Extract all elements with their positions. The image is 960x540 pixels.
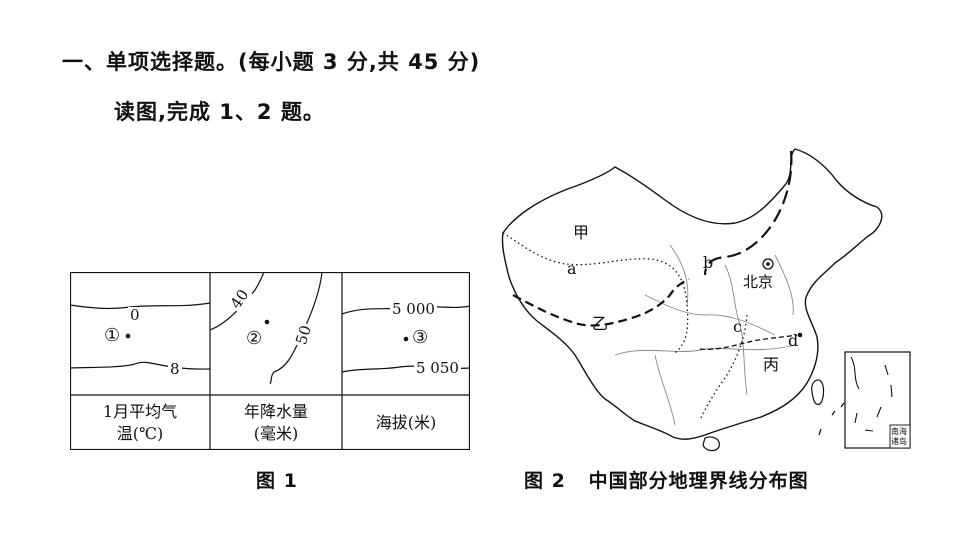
panel-caption-temperature: 1月平均气 温(℃) (102, 402, 178, 443)
isohyet-40 (209, 272, 265, 331)
line-label-c: c (733, 317, 742, 336)
isoline-label: 8 (168, 360, 182, 378)
region-label-bing: 丙 (763, 355, 780, 374)
figure-2-caption: 图 2 中国部分地理界线分布图 (524, 470, 809, 492)
figure-1-table: 0 8 40 50 5 000 5 050 ① ② ③ 1月平均气 温(℃) 年… (70, 272, 470, 450)
line-label-a: a (567, 259, 577, 278)
point-marker-3: ③ (412, 327, 429, 348)
region-label-jia: 甲 (573, 223, 590, 242)
isoline-label: 5 050 (414, 359, 461, 377)
question-instruction: 读图,完成 1、2 题。 (114, 100, 325, 124)
china-map-drawing (501, 148, 911, 452)
point-marker-1: ① (104, 325, 121, 346)
line-label-b: b (703, 253, 714, 272)
panel-caption-precipitation: 年降水量 (毫米) (243, 402, 308, 443)
inset-label-line1: 南海 (891, 427, 907, 436)
point-marker-2: ② (246, 328, 263, 349)
isotherm-8 (70, 361, 211, 370)
china-map: 甲 a b 北京 乙 c d 丙 南海 诸岛 (495, 145, 915, 455)
isoline-label: 0 (128, 306, 142, 324)
region-label-yi: 乙 (592, 314, 609, 333)
city-label-beijing: 北京 (743, 273, 774, 291)
panel-caption-elevation: 海拔(米) (375, 413, 437, 432)
isohyet-50 (269, 272, 323, 385)
isotherm-0 (70, 302, 211, 310)
section-heading: 一、单项选择题。(每小题 3 分,共 45 分) (62, 50, 481, 74)
isoline-label: 5 000 (390, 300, 437, 318)
inset-label-line2: 诸岛 (891, 437, 907, 446)
figure-1-caption: 图 1 (256, 470, 298, 492)
point-label-d: d (788, 331, 799, 350)
